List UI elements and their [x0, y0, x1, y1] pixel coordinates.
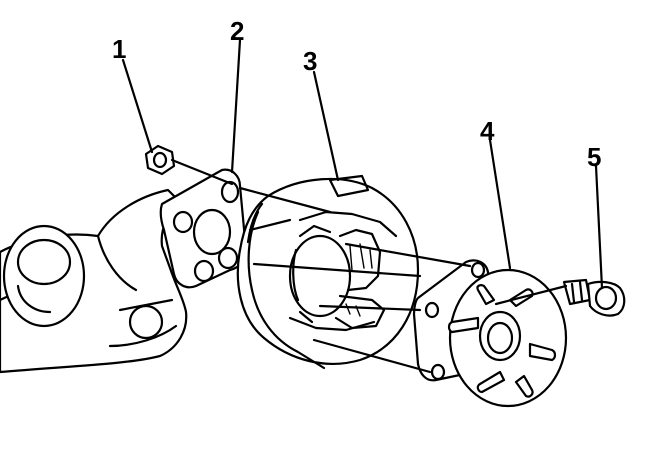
- bolt: [562, 278, 626, 317]
- callout-5: 5: [587, 142, 601, 172]
- suspension-arm: [0, 188, 188, 374]
- mounting-bracket: [159, 168, 248, 289]
- backing-plate: [236, 174, 420, 370]
- callout-3: 3: [303, 46, 317, 76]
- alignment-lines: [170, 158, 568, 374]
- callout-1: 1: [112, 34, 126, 64]
- leader-lines: [121, 38, 604, 290]
- nut: [144, 144, 176, 176]
- callout-2: 2: [230, 16, 244, 46]
- hub-bearing: [412, 259, 568, 408]
- callout-4: 4: [480, 116, 495, 146]
